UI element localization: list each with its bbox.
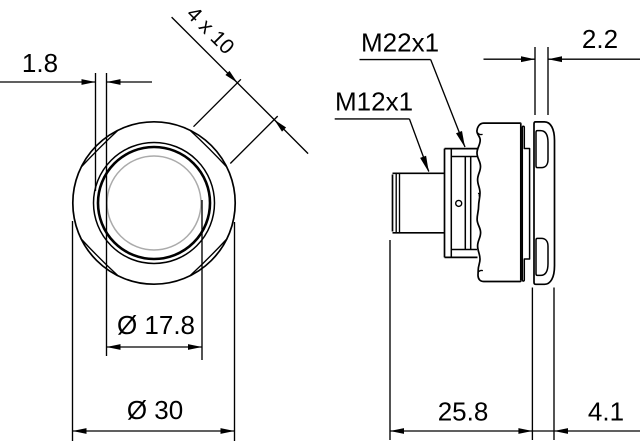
- svg-text:Ø 30: Ø 30: [127, 395, 183, 425]
- svg-text:25.8: 25.8: [438, 397, 489, 427]
- svg-text:Ø 17.8: Ø 17.8: [117, 310, 195, 340]
- svg-text:1.8: 1.8: [22, 48, 58, 78]
- svg-text:4 x 10: 4 x 10: [182, 2, 239, 59]
- svg-text:M12x1: M12x1: [335, 87, 413, 117]
- svg-text:2.2: 2.2: [582, 24, 618, 54]
- svg-text:M22x1: M22x1: [361, 28, 439, 58]
- svg-text:4.1: 4.1: [588, 397, 624, 427]
